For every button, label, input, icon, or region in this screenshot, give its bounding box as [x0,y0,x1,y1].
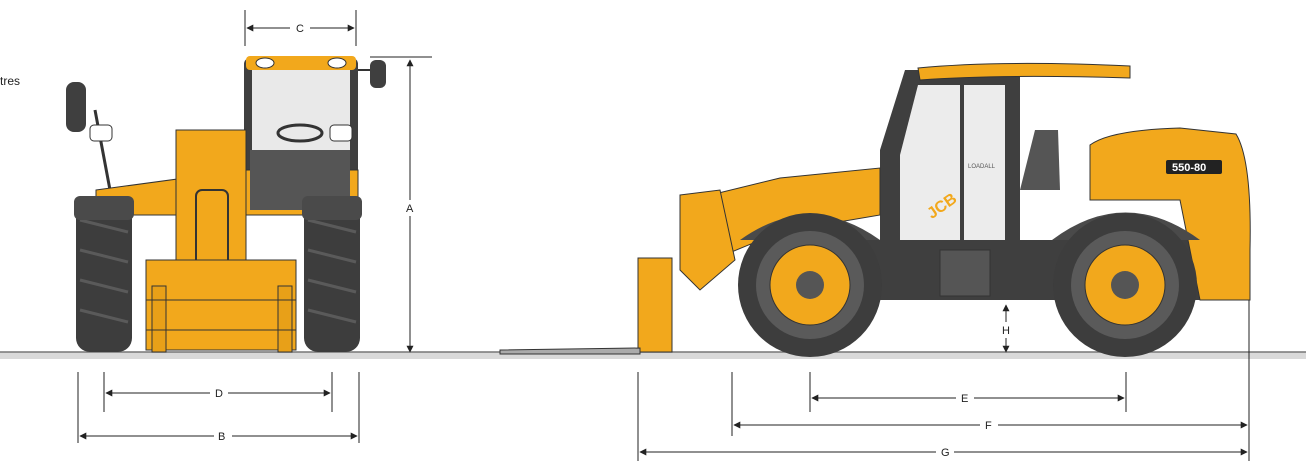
dim-label-c: C [296,23,304,35]
svg-text:550-80: 550-80 [1172,162,1206,174]
model-badge: 550-80 [1166,160,1222,174]
dim-label-b: B [218,431,225,443]
loadall-label: LOADALL [968,164,996,170]
front-view-machine [66,56,386,353]
dim-label-f: F [985,420,992,432]
dim-label-h: H [1002,325,1010,337]
side-note-text: tres [0,74,21,88]
dim-label-d: D [215,388,223,400]
side-view-machine: JCB 550-80 LOADALL [499,62,1251,357]
dim-label-a: A [406,203,414,215]
dim-label-e: E [961,393,968,405]
dim-label-g: G [941,447,950,459]
